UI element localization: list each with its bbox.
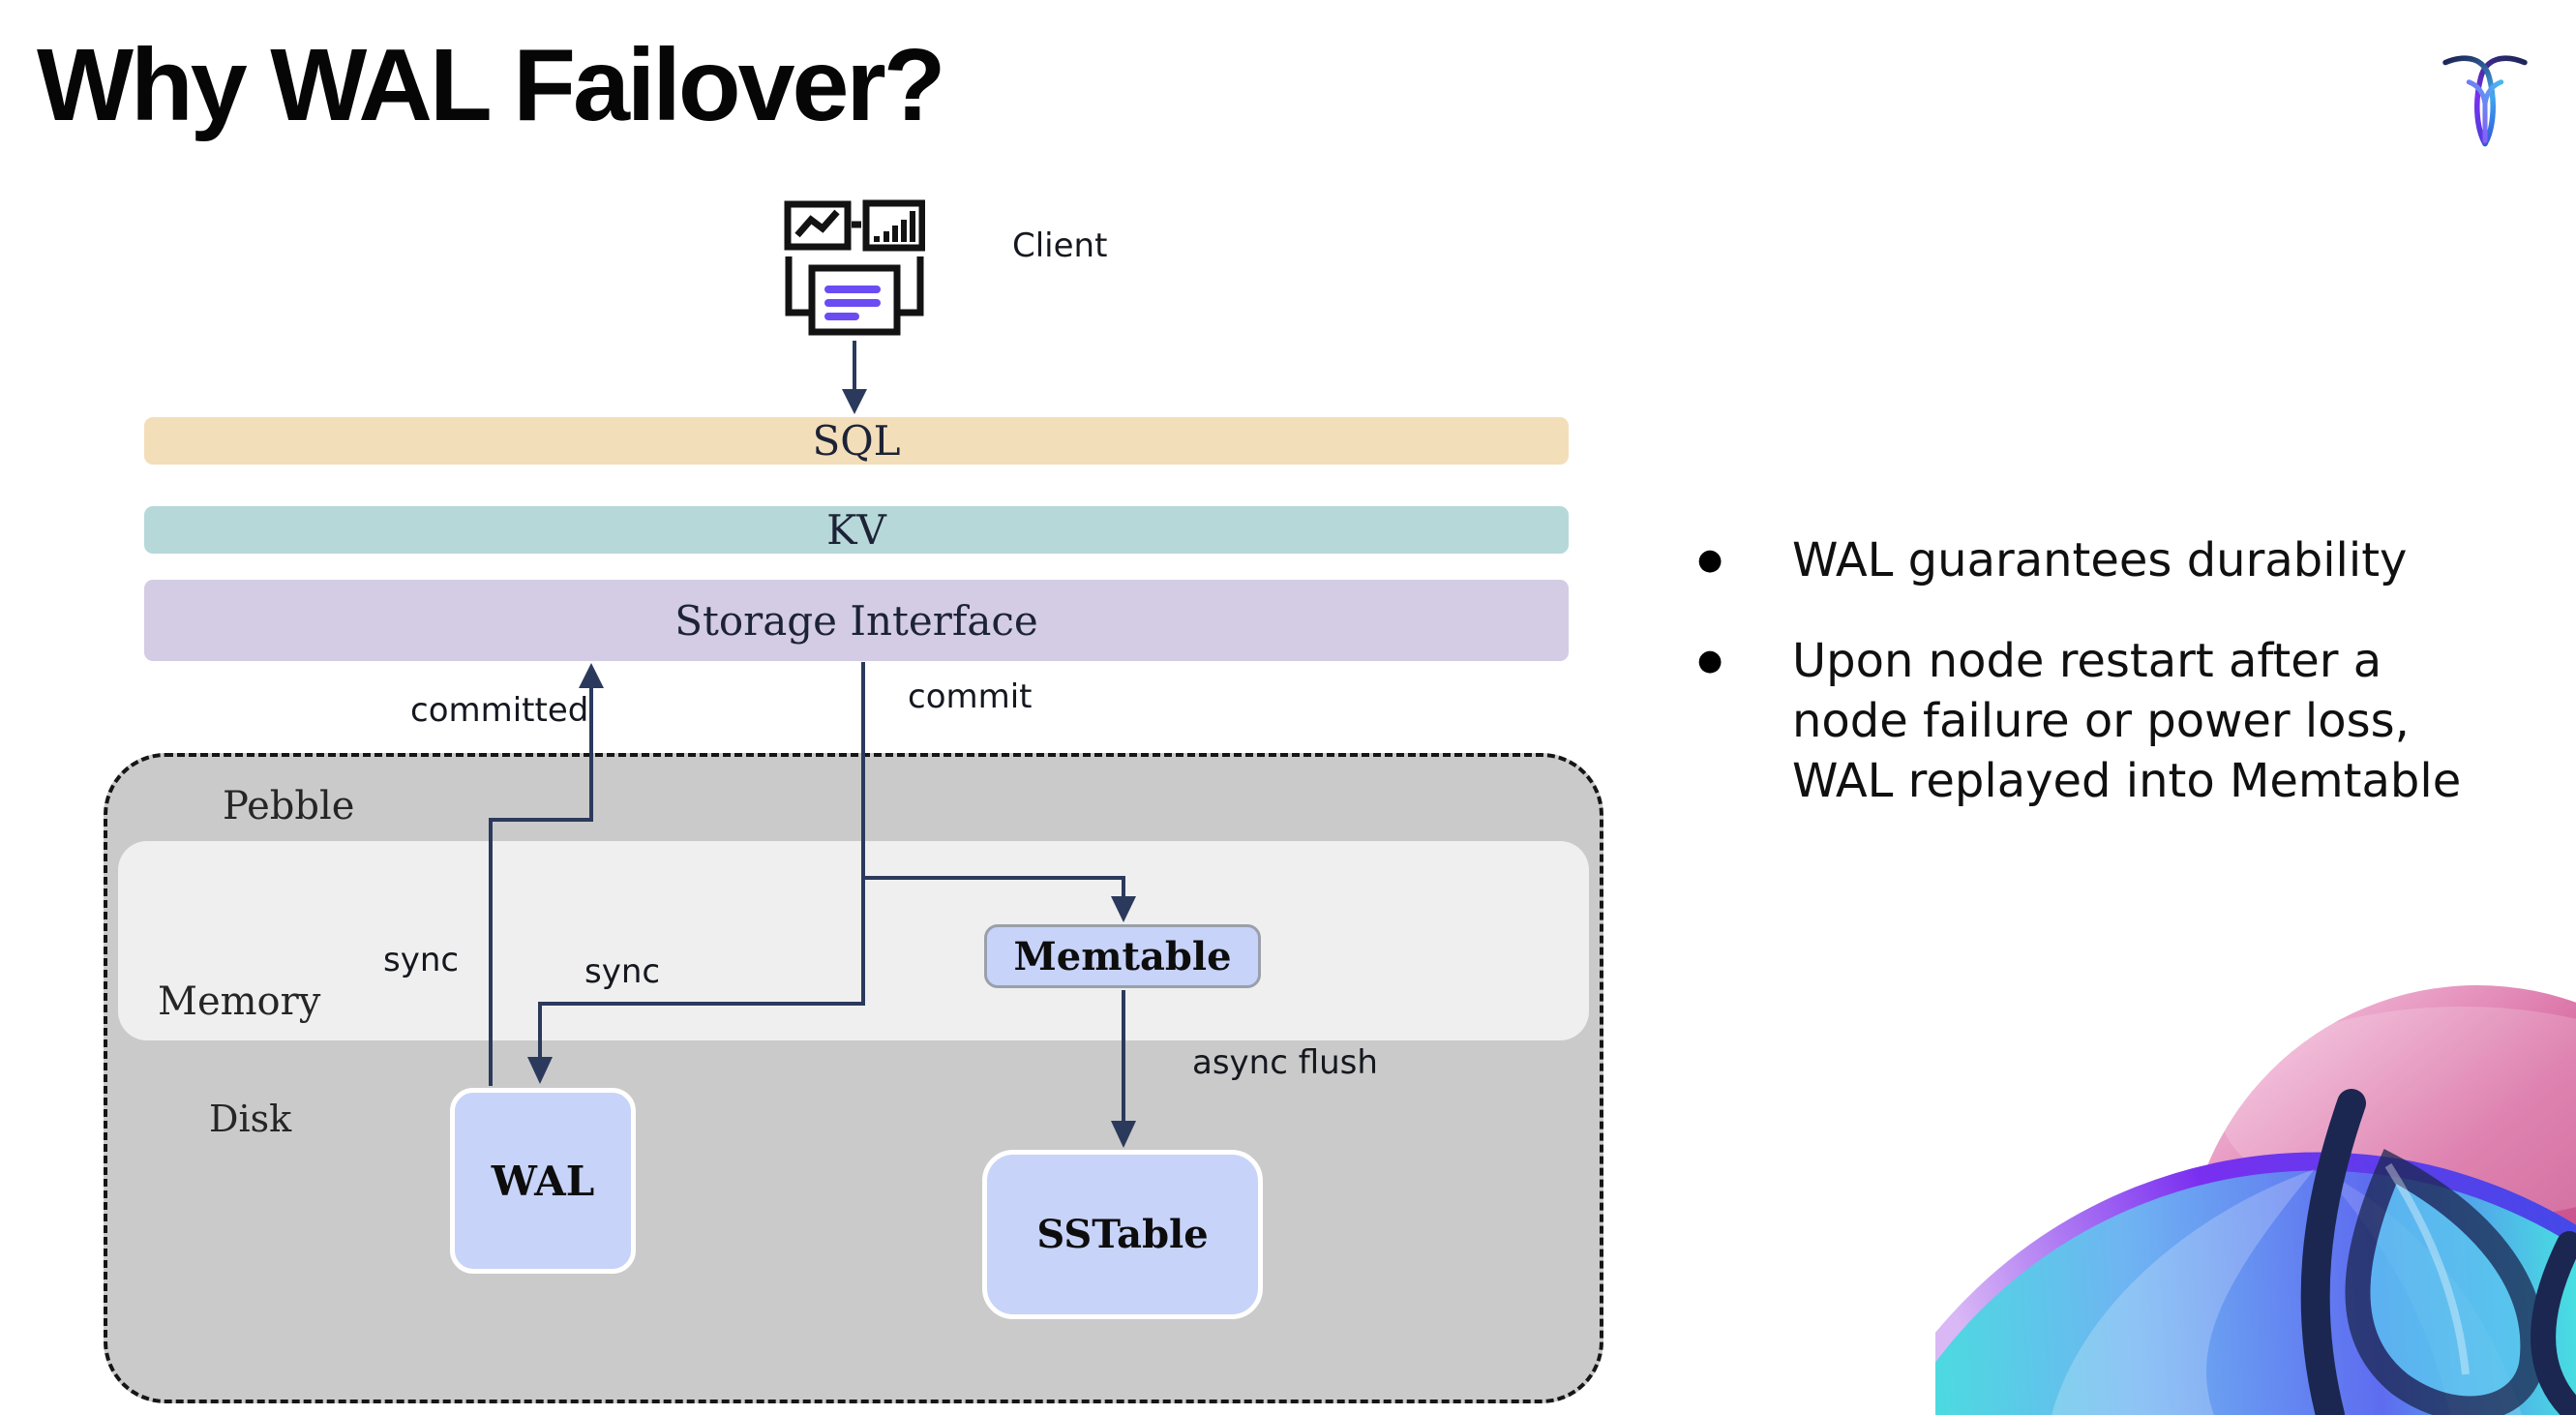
beetle-leaf-vein	[2345, 1149, 2546, 1415]
wal-node: WAL	[450, 1088, 636, 1274]
memory-region	[118, 841, 1589, 1040]
layer-storage-interface: Storage Interface	[144, 580, 1569, 661]
bullet-line: Upon node restart after a	[1792, 634, 2382, 688]
edge-label-commit: commit	[908, 677, 1033, 716]
client-label: Client	[1012, 226, 1108, 265]
arrow-client-to-sql	[842, 341, 867, 414]
layer-sql: SQL	[144, 417, 1569, 465]
line-chart-icon	[784, 200, 852, 251]
layer-kv: KV	[144, 506, 1569, 554]
edge-label-sync-left: sync	[383, 941, 460, 979]
bullet-line: node failure or power loss,	[1792, 694, 2410, 748]
bullet-item: ● Upon node restart after a node failure…	[1684, 631, 2535, 811]
memory-label: Memory	[158, 979, 321, 1024]
bullet-dot-icon: ●	[1697, 543, 1723, 577]
bullet-item: ● WAL guarantees durability	[1684, 530, 2535, 590]
edge-label-committed: committed	[410, 691, 589, 730]
memtable-node: Memtable	[984, 924, 1261, 988]
cockroachdb-logo-icon	[2439, 52, 2531, 151]
layer-sql-label: SQL	[812, 417, 901, 465]
beetle-main-vein	[2300, 1089, 2366, 1415]
edge-label-async-flush: async flush	[1192, 1043, 1378, 1082]
cockroachdb-corner-art	[1935, 958, 2576, 1415]
bullet-dot-icon: ●	[1697, 644, 1723, 677]
memtable-node-label: Memtable	[1013, 933, 1232, 979]
bullet-line: WAL guarantees durability	[1792, 533, 2408, 587]
wal-node-label: WAL	[491, 1157, 595, 1205]
sstable-node-label: SSTable	[1036, 1212, 1209, 1257]
edge-label-sync-right: sync	[584, 952, 661, 991]
client-icon	[784, 196, 926, 340]
bullet-list: ● WAL guarantees durability ● Upon node …	[1684, 530, 2535, 852]
bullet-line: WAL replayed into Memtable	[1792, 754, 2462, 808]
disk-label: Disk	[209, 1098, 292, 1140]
pebble-label: Pebble	[223, 784, 355, 828]
page-title: Why WAL Failover?	[37, 28, 946, 142]
layer-kv-label: KV	[826, 506, 886, 554]
layer-storage-interface-label: Storage Interface	[674, 596, 1038, 645]
sstable-node: SSTable	[982, 1150, 1263, 1319]
